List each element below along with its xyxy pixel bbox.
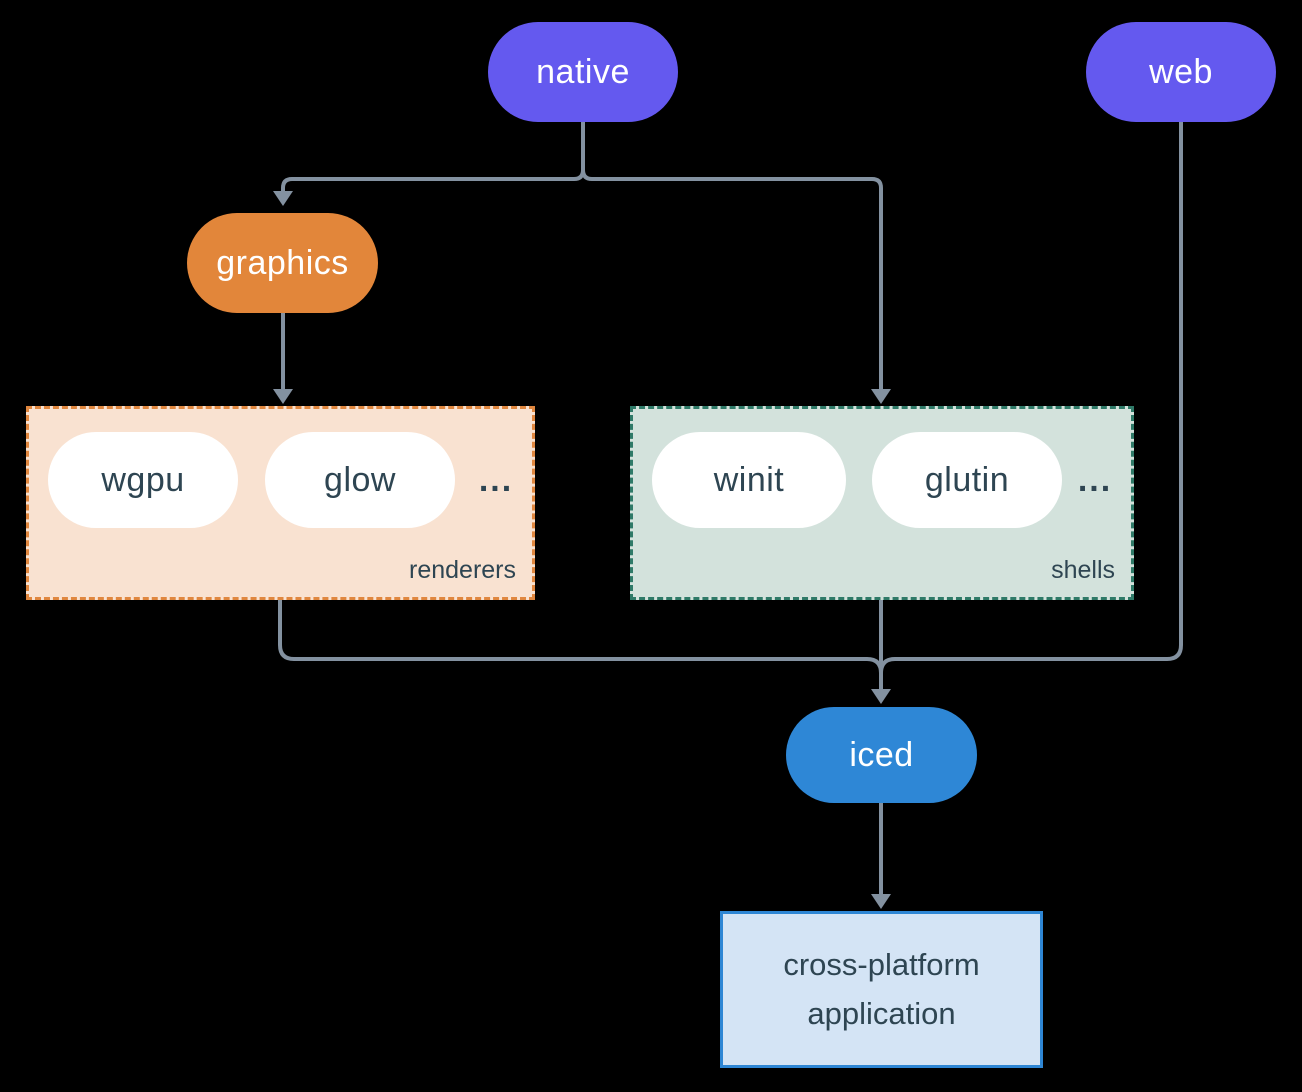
renderers-ellipsis: ... xyxy=(478,460,514,499)
node-web-label: web xyxy=(1149,52,1213,91)
node-winit: winit xyxy=(652,432,846,528)
node-application-label: cross-platform application xyxy=(783,947,980,1031)
node-native-label: native xyxy=(536,52,630,91)
arrowhead-into-renderers xyxy=(273,389,293,404)
node-web: web xyxy=(1086,22,1276,122)
node-glow-label: glow xyxy=(324,460,396,499)
node-glutin-label: glutin xyxy=(924,460,1010,499)
group-shells: winit glutin ... shells xyxy=(630,406,1134,600)
arrowhead-into-application xyxy=(871,894,891,909)
node-application: cross-platform application xyxy=(720,911,1043,1068)
shells-group-label: shells xyxy=(1051,556,1115,584)
node-graphics-label: graphics xyxy=(216,243,349,282)
node-iced: iced xyxy=(786,707,977,803)
node-graphics: graphics xyxy=(187,213,378,313)
arrowhead-into-graphics xyxy=(273,191,293,206)
edge-native-shells xyxy=(581,169,883,390)
node-wgpu-label: wgpu xyxy=(101,460,185,499)
arrowhead-into-shells xyxy=(871,389,891,404)
node-native: native xyxy=(488,22,678,122)
shells-ellipsis: ... xyxy=(1077,460,1113,499)
node-glow: glow xyxy=(265,432,455,528)
node-glutin: glutin xyxy=(872,432,1062,528)
edge-renderers-iced xyxy=(278,600,883,674)
node-wgpu: wgpu xyxy=(48,432,238,528)
group-renderers: wgpu glow ... renderers xyxy=(26,406,535,600)
edge-native-graphics xyxy=(281,169,585,192)
arrowhead-into-iced xyxy=(871,689,891,704)
node-iced-label: iced xyxy=(849,735,914,774)
renderers-group-label: renderers xyxy=(409,556,516,584)
node-winit-label: winit xyxy=(713,460,785,499)
